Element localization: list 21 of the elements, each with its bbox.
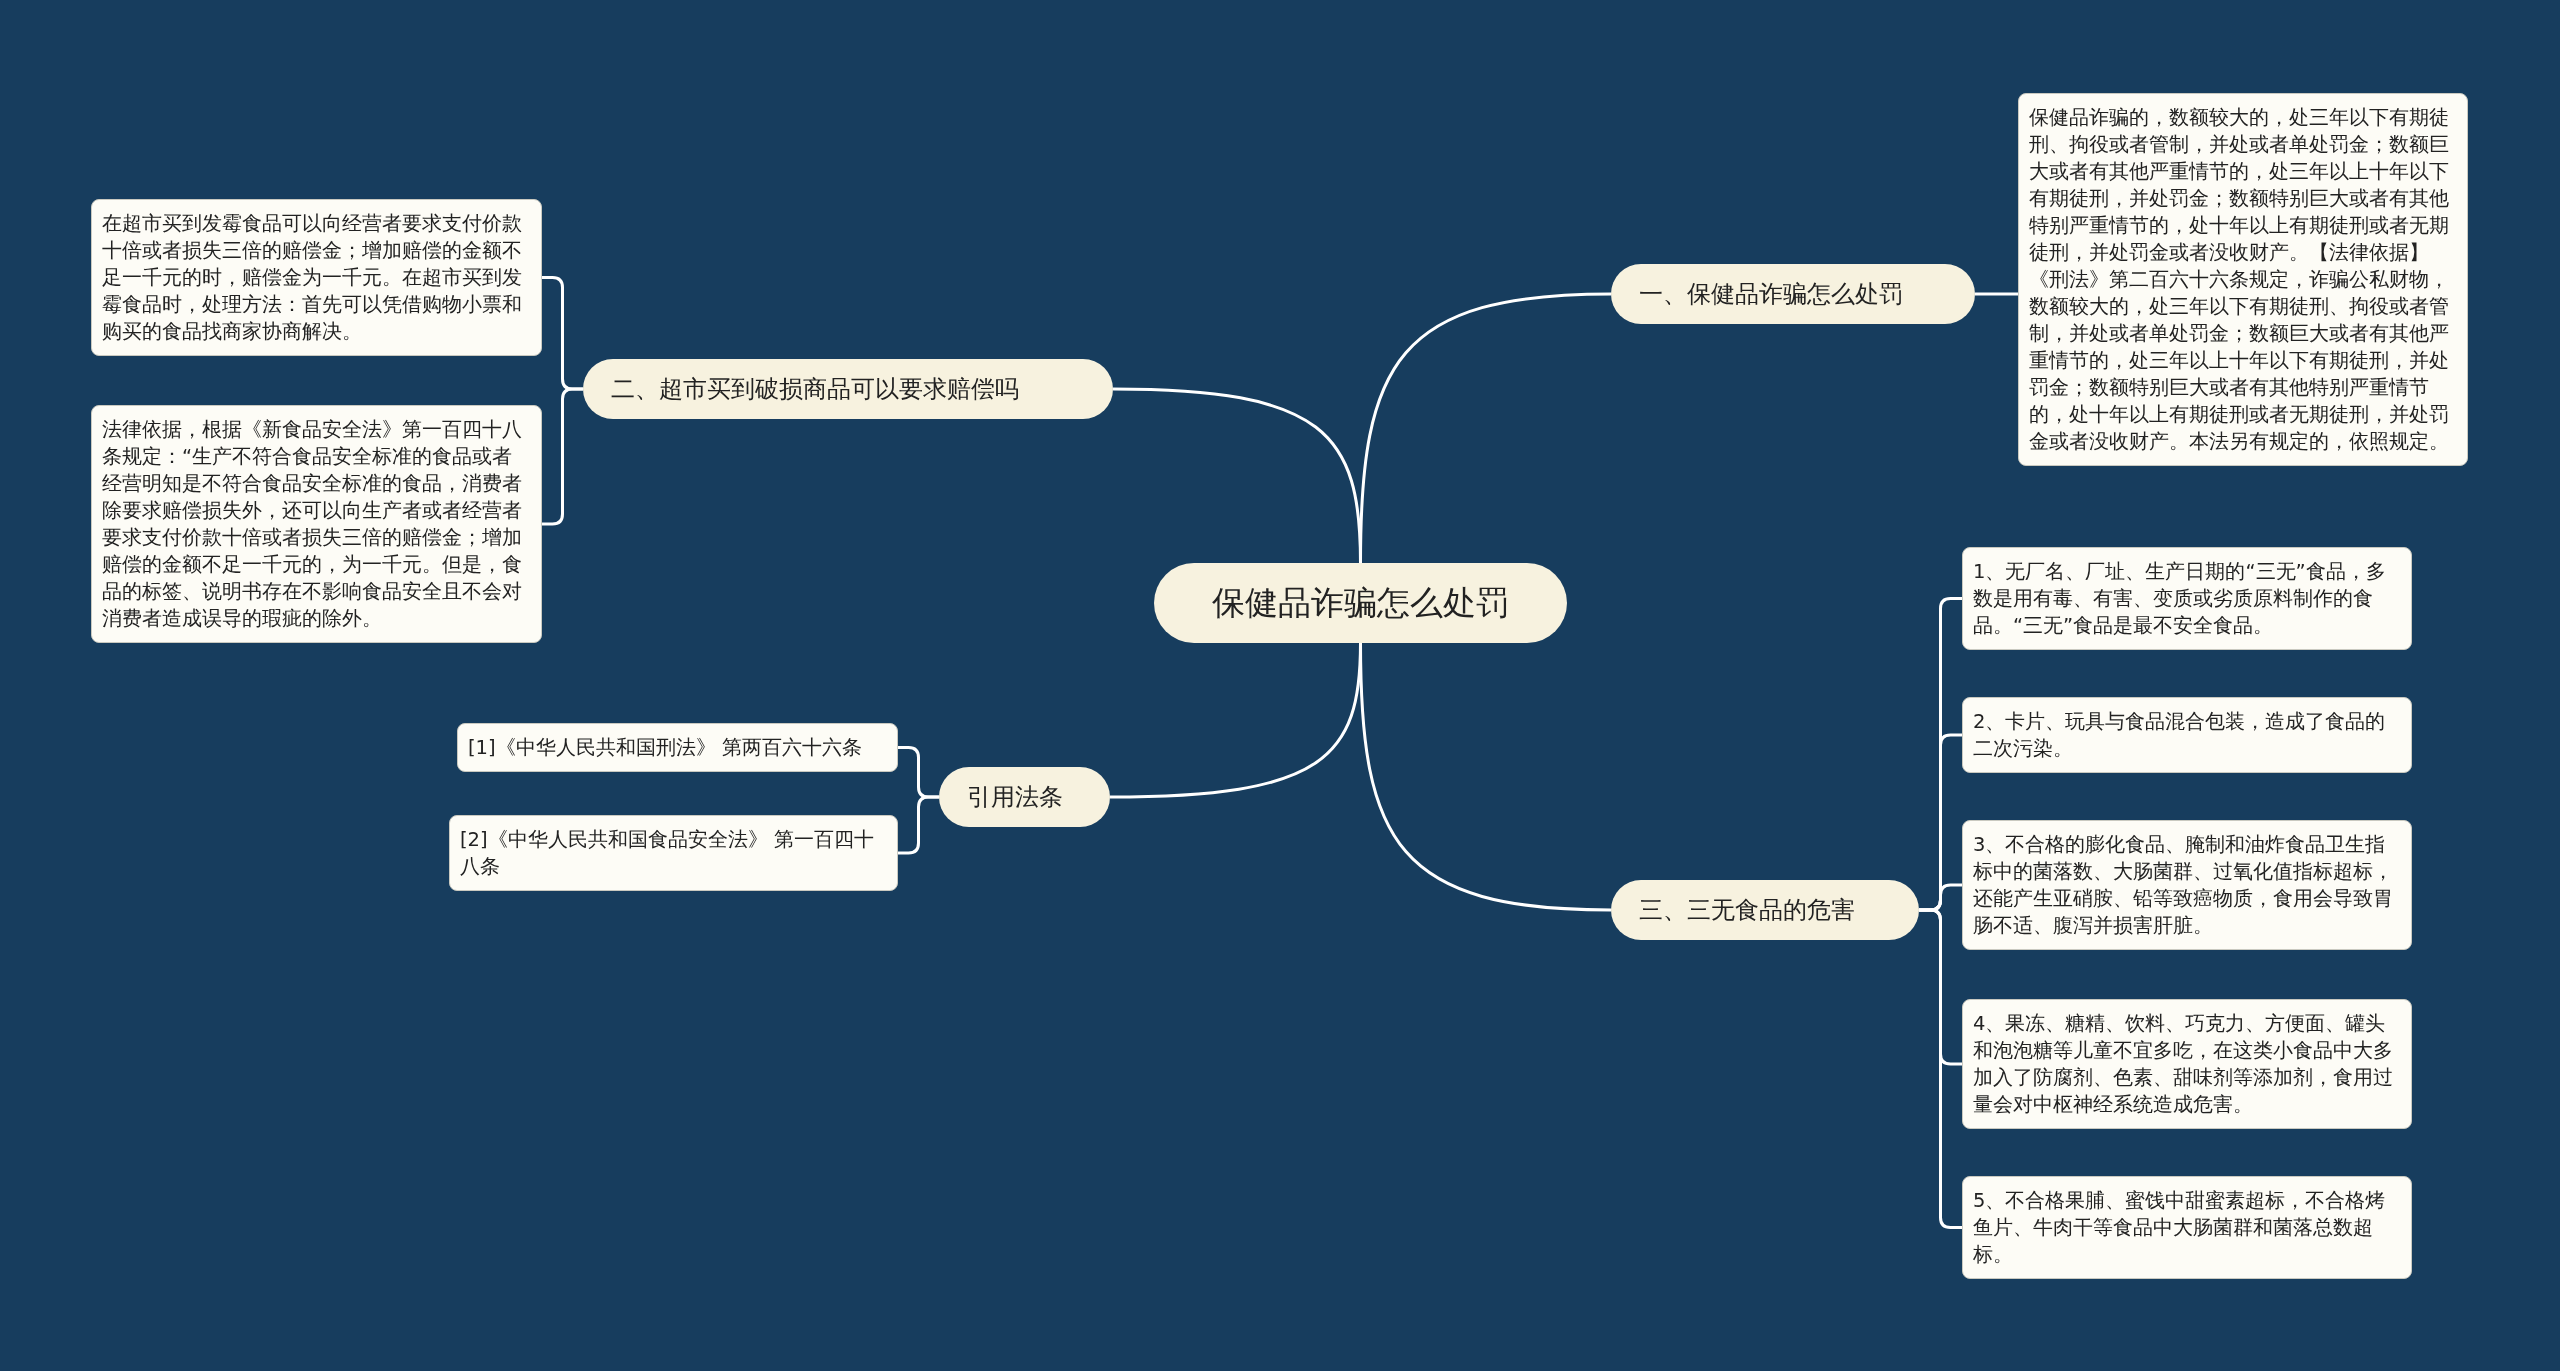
- topic-box: 三、三无食品的危害: [1611, 880, 1919, 940]
- note-box: 5、不合格果脯、蜜饯中甜蜜素超标，不合格烤鱼片、牛肉干等食品中大肠菌群和菌落总数超标。: [1962, 1176, 2412, 1279]
- topic-box: 二、超市买到破损商品可以要求赔偿吗: [583, 359, 1113, 419]
- connector-line: [1112, 387, 1362, 564]
- connector-line: [542, 387, 583, 526]
- note-box: 在超市买到发霉食品可以向经营者要求支付价款十倍或者损失三倍的赔偿金；增加赔偿的金额不足一千元的时，赔偿金为一千元。在超市买到发霉食品时，处理方法：首先可以凭借购物小票和购买的食品找商家协商解决。: [91, 199, 542, 356]
- connector-line: [1109, 642, 1362, 799]
- connector-line: [898, 795, 939, 855]
- note-box: 保健品诈骗的，数额较大的，处三年以下有期徒刑、拘役或者管制，并处或者单处罚金；数额巨大或者有其他严重情节的，处三年以上十年以下有期徒刑，并处罚金；数额特别巨大或者有其他特别严重情节的，处十年以上有期徒刑或者无期徒刑，并处罚金或者没收财产。【法律依据】《刑法》第二百六十六条规定，诈骗公私财物，数额较大的，处三年以下有期徒刑、拘役或者管制，并处或者单处罚金；数额巨大或者有其他严重情节的，处三年以上十年以下有期徒刑，并处罚金；数额特别巨大或者有其他特别严重情节的，处十年以上有期徒刑或者无期徒刑，并处罚金或者没收财产。本法另有规定的，依照规定。: [2018, 93, 2468, 466]
- note-box: 3、不合格的膨化食品、腌制和油炸食品卫生指标中的菌落数、大肠菌群、过氧化值指标超标，还能产生亚硝胺、铅等致癌物质，食用会导致胃肠不适、腹泻并损害肝脏。: [1962, 820, 2412, 950]
- note-box: [2]《中华人民共和国食品安全法》 第一百四十八条: [449, 815, 898, 891]
- note-box: 1、无厂名、厂址、生产日期的“三无”食品，多数是用有毒、有害、变质或劣质原料制作的食品。“三无”食品是最不安全食品。: [1962, 547, 2412, 650]
- connector-line: [1975, 292, 2018, 296]
- note-box: [1]《中华人民共和国刑法》 第两百六十六条: [457, 723, 898, 772]
- topic-box: 引用法条: [939, 767, 1110, 827]
- note-box: 2、卡片、玩具与食品混合包装，造成了食品的二次污染。: [1962, 697, 2412, 773]
- note-box: 4、果冻、糖精、饮料、巧克力、方便面、罐头和泡泡糖等儿童不宜多吃，在这类小食品中大多加入了防腐剂、色素、甜味剂等添加剂，食用过量会对中枢神经系统造成危害。: [1962, 999, 2412, 1129]
- topic-box: 一、保健品诈骗怎么处罚: [1611, 264, 1975, 324]
- connector-line: [1919, 908, 1962, 1229]
- central-topic: 保健品诈骗怎么处罚: [1154, 563, 1567, 643]
- note-box: 法律依据，根据《新食品安全法》第一百四十八条规定：“生产不符合食品安全标准的食品或者经营明知是不符合食品安全标准的食品，消费者除要求赔偿损失外，还可以向生产者或者经营者要求支付价款十倍或者损失三倍的赔偿金；增加赔偿的金额不足一千元的，为一千元。但是，食品的标签、说明书存在不影响食品安全且不会对消费者造成误导的瑕疵的除外。: [91, 405, 542, 643]
